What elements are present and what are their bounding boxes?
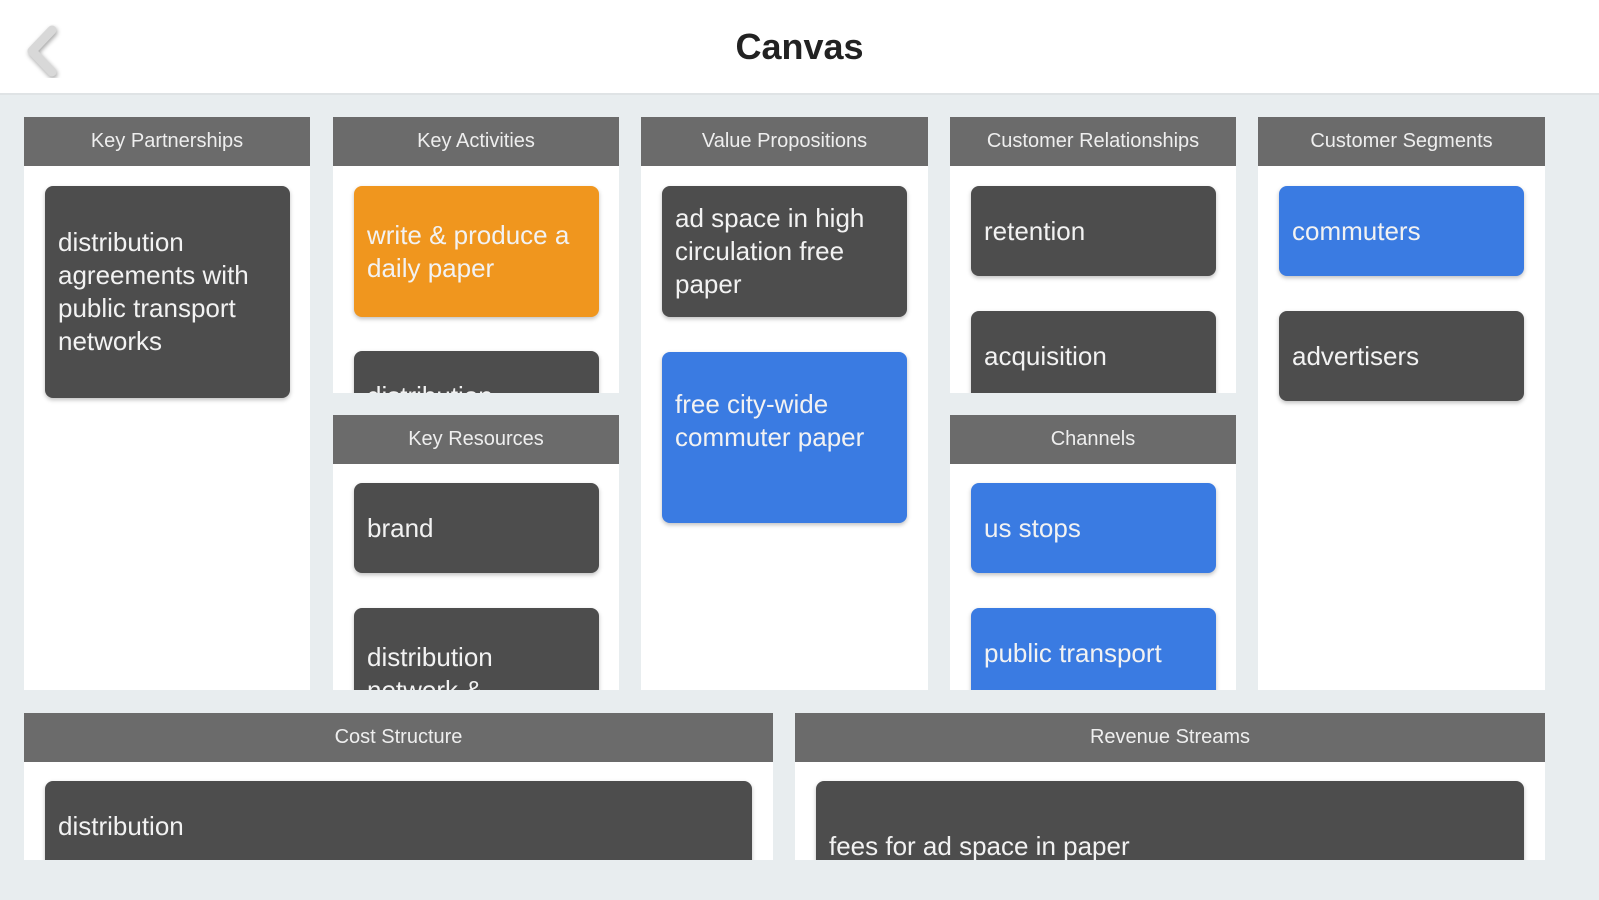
note-card[interactable]: free city-wide commuter paper — [662, 352, 907, 523]
note-card[interactable]: commuters — [1279, 186, 1524, 276]
note-card[interactable]: distribution — [45, 781, 752, 860]
section-header: Key Activities — [333, 117, 619, 166]
note-card[interactable]: distribution network & — [354, 608, 599, 690]
note-card[interactable]: fees for ad space in paper — [816, 781, 1524, 860]
section-header: Customer Segments — [1258, 117, 1545, 166]
note-card[interactable]: distribution agreements with public tran… — [45, 186, 290, 398]
cost-structure-panel: Cost Structure distribution — [24, 713, 773, 860]
note-card[interactable]: write & produce a daily paper — [354, 186, 599, 317]
page-title: Canvas — [735, 26, 864, 67]
back-button[interactable] — [22, 24, 66, 78]
key-partnerships-panel: Key Partnerships distribution agreements… — [24, 117, 310, 690]
customer-segments-panel: Customer Segments commuters advertisers — [1258, 117, 1545, 690]
section-header: Customer Relationships — [950, 117, 1236, 166]
canvas-bottom-edge — [0, 860, 1599, 900]
section-header: Key Resources — [333, 415, 619, 464]
channels-panel: Channels us stops public transport — [950, 415, 1236, 690]
customer-relationships-panel: Customer Relationships retention acquisi… — [950, 117, 1236, 393]
revenue-streams-panel: Revenue Streams fees for ad space in pap… — [795, 713, 1545, 860]
note-card[interactable]: acquisition — [971, 311, 1216, 393]
section-header: Value Propositions — [641, 117, 928, 166]
note-card[interactable]: brand — [354, 483, 599, 573]
note-card[interactable]: distribution — [354, 351, 599, 393]
note-card[interactable]: us stops — [971, 483, 1216, 573]
chevron-left-icon — [27, 25, 57, 77]
section-header: Channels — [950, 415, 1236, 464]
note-card[interactable]: public transport — [971, 608, 1216, 690]
note-card[interactable]: retention — [971, 186, 1216, 276]
section-header: Key Partnerships — [24, 117, 310, 166]
section-header: Cost Structure — [24, 713, 773, 762]
key-activities-panel: Key Activities write & produce a daily p… — [333, 117, 619, 393]
section-header: Revenue Streams — [795, 713, 1545, 762]
value-propositions-panel: Value Propositions ad space in high circ… — [641, 117, 928, 690]
key-resources-panel: Key Resources brand distribution network… — [333, 415, 619, 690]
note-card[interactable]: ad space in high circulation free paper — [662, 186, 907, 317]
note-card[interactable]: advertisers — [1279, 311, 1524, 401]
top-bar: Canvas — [0, 0, 1599, 95]
